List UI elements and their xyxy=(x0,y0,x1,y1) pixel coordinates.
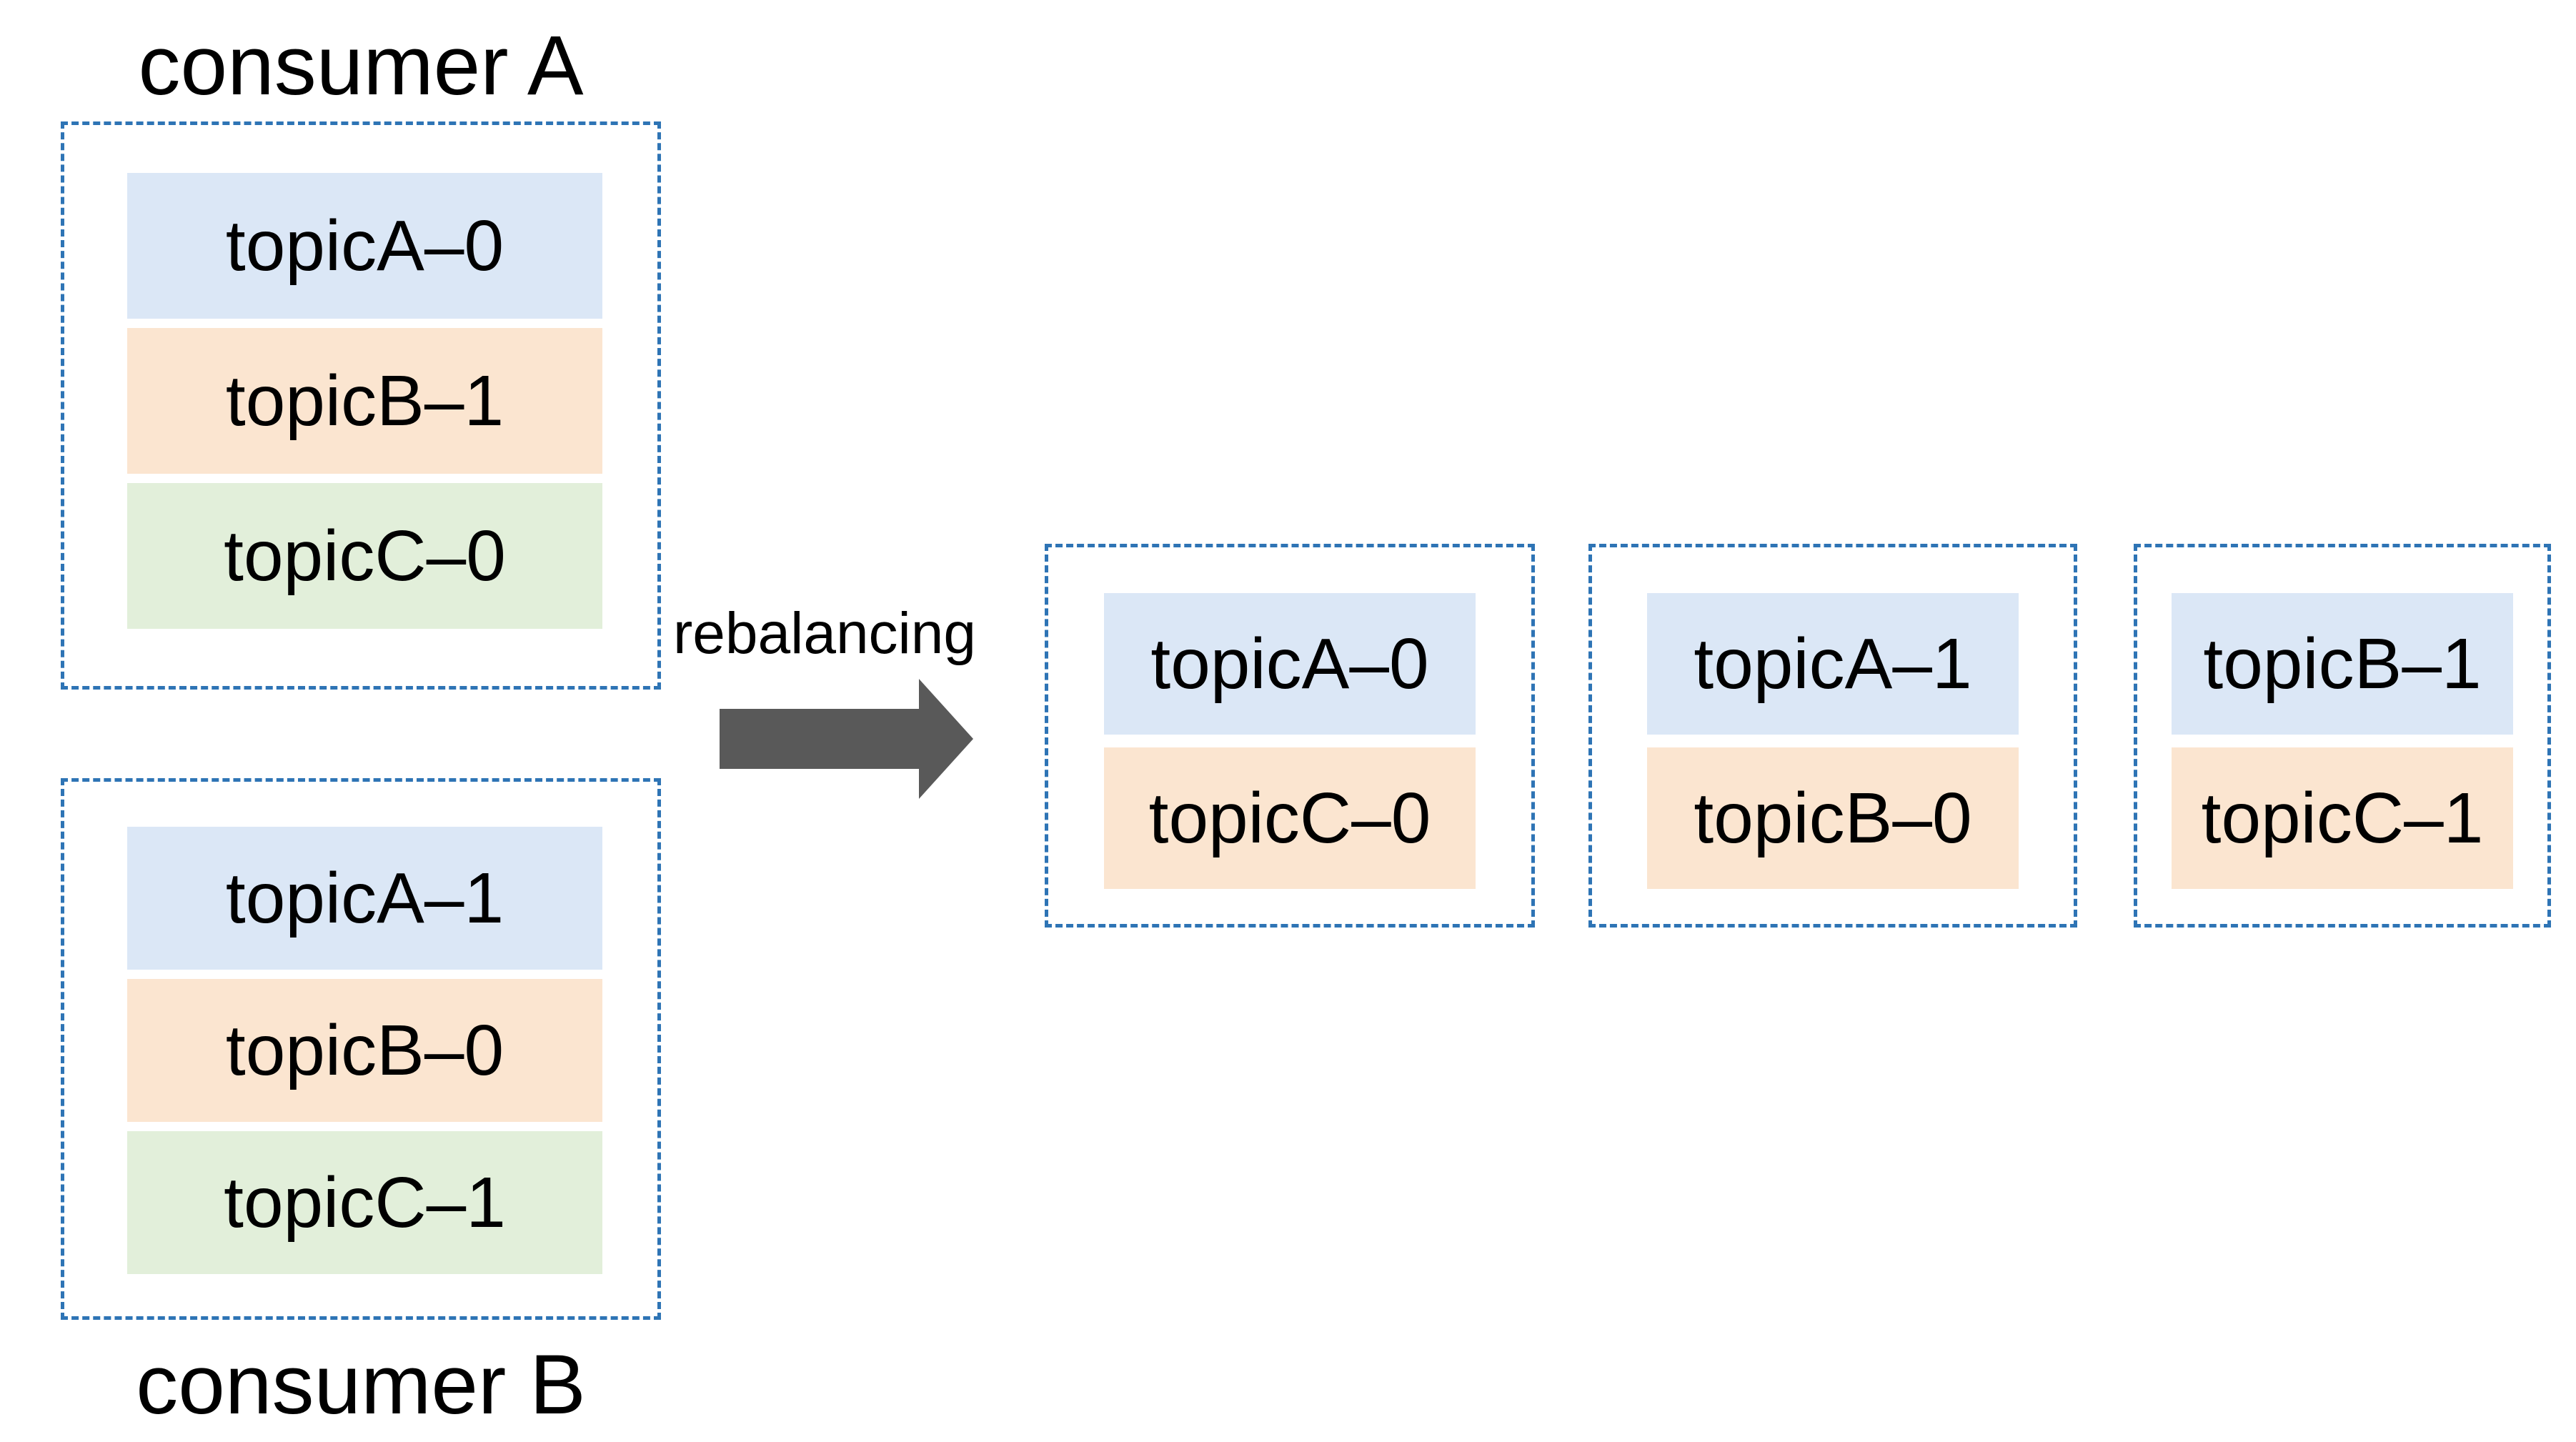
partition-topicC-0-before: topicC–0 xyxy=(127,483,602,629)
result-consumer-1-box xyxy=(1045,544,1535,928)
partition-topicA-0-after: topicA–0 xyxy=(1104,593,1476,735)
rebalancing-arrow-icon xyxy=(919,679,973,799)
partition-topicB-0-before: topicB–0 xyxy=(127,979,602,1122)
consumer-b-label: consumer B xyxy=(136,1338,586,1432)
result-consumer-3-box xyxy=(2134,544,2551,928)
partition-topicA-0-before: topicA–0 xyxy=(127,173,602,319)
partition-topicB-1-after: topicB–1 xyxy=(2172,593,2513,735)
partition-topicA-1-after: topicA–1 xyxy=(1647,593,2019,735)
consumer-a-label: consumer A xyxy=(138,19,584,113)
rebalancing-arrow-shaft xyxy=(720,709,920,769)
partition-topicC-0-after: topicC–0 xyxy=(1104,747,1476,889)
consumer-a-box xyxy=(61,121,661,690)
consumer-b-box xyxy=(61,778,661,1320)
rebalancing-label: rebalancing xyxy=(673,601,976,666)
partition-topicB-0-after: topicB–0 xyxy=(1647,747,2019,889)
result-consumer-2-box xyxy=(1588,544,2077,928)
partition-topicC-1-after: topicC–1 xyxy=(2172,747,2513,889)
partition-topicC-1-before: topicC–1 xyxy=(127,1131,602,1274)
partition-topicA-1-before: topicA–1 xyxy=(127,827,602,970)
partition-topicB-1-before: topicB–1 xyxy=(127,328,602,474)
